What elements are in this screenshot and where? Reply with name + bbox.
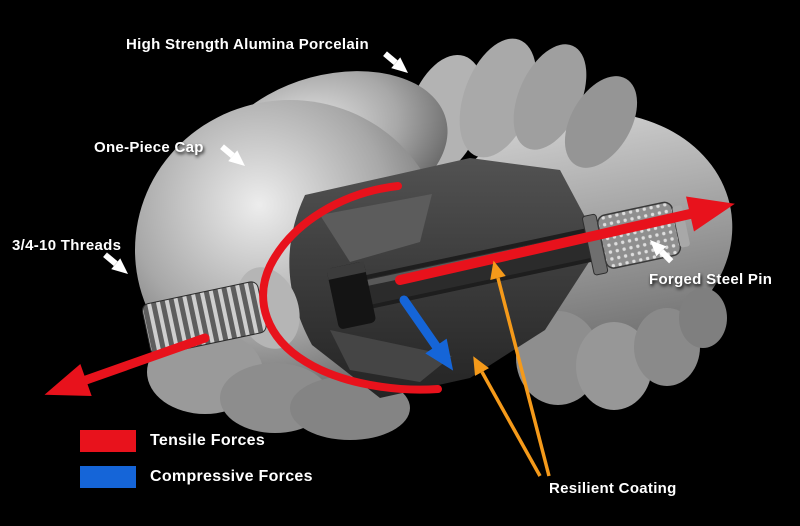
compressive-legend-label: Compressive Forces <box>150 468 313 485</box>
tensile-arrowhead-right <box>686 196 735 232</box>
coating-arrowhead-b <box>490 260 506 280</box>
tensile-arrowhead-left <box>44 363 92 397</box>
tensile-force-arrows <box>44 182 735 397</box>
tensile-line-right <box>395 209 695 285</box>
legend-row-tensile: Tensile Forces <box>80 430 313 452</box>
porcelain-label: High Strength Alumina Porcelain <box>126 36 369 53</box>
threads-arrow-icon <box>103 252 128 274</box>
pin-arrow-icon <box>650 240 674 264</box>
tensile-line-left <box>81 333 210 385</box>
tensile-curve <box>259 182 442 394</box>
compressive-force-arrow <box>399 295 454 371</box>
force-legend: Tensile Forces Compressive Forces <box>80 430 313 488</box>
label-pointers <box>103 51 674 274</box>
tensile-swatch <box>80 430 136 452</box>
cutaway-face-lower <box>330 330 452 382</box>
shed <box>679 288 727 348</box>
tensile-legend-label: Tensile Forces <box>150 432 266 449</box>
cap-arrow-icon <box>220 144 245 166</box>
coating-pointers <box>473 260 551 477</box>
porcelain-arrow-icon <box>383 51 408 73</box>
compressive-swatch <box>80 466 136 488</box>
pin-head <box>327 262 376 329</box>
porcelain-sheds-top <box>405 38 638 176</box>
cutaway-face-upper <box>320 194 432 262</box>
coating-arrowhead-a <box>473 356 489 376</box>
compressive-line <box>399 295 441 351</box>
compressive-swatch-rect <box>80 466 136 488</box>
shed <box>576 322 652 410</box>
insulator-body <box>135 38 733 440</box>
coating-label: Resilient Coating <box>549 480 677 497</box>
cap-label: One-Piece Cap <box>94 139 204 156</box>
coating-pointer-line-a <box>480 371 542 477</box>
threads-label: 3/4-10 Threads <box>12 237 122 254</box>
compressive-arrowhead <box>425 338 454 371</box>
shed <box>564 76 638 168</box>
tensile-swatch-rect <box>80 430 136 452</box>
pin-label: Forged Steel Pin <box>649 271 773 288</box>
coating-pointer-line-b <box>496 277 551 477</box>
legend-row-compressive: Compressive Forces <box>80 466 313 488</box>
pin-head-highlight <box>326 261 366 280</box>
